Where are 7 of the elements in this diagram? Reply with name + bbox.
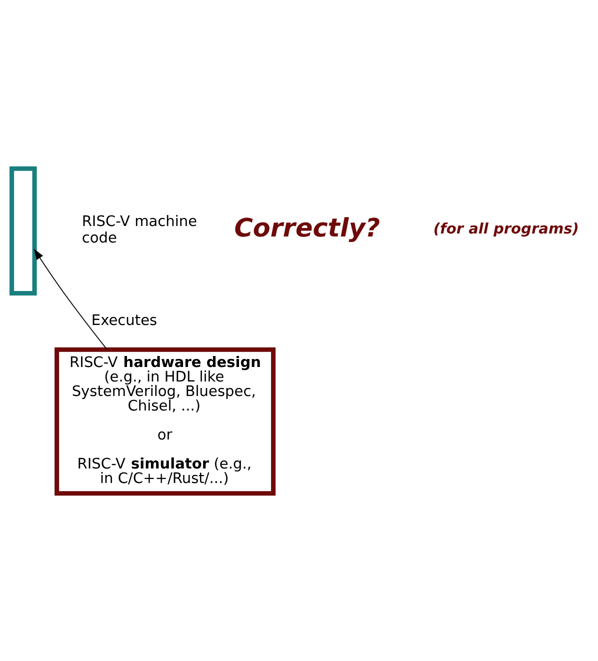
node-box: RISC-V hardware design (e.g., in HDL like SystemVerilog, Bluespec, Chisel, ...) or RISC-V simulator (e.g., in C/C++/Rust/...) bbox=[54, 346, 276, 496]
node-bar bbox=[10, 166, 37, 296]
label: Correctly? bbox=[234, 212, 380, 243]
edge-label: Executes bbox=[91, 311, 158, 328]
node-label: RISC-V machine code bbox=[82, 212, 198, 246]
label: (for all programs) bbox=[433, 220, 579, 237]
arrow bbox=[34, 248, 108, 350]
